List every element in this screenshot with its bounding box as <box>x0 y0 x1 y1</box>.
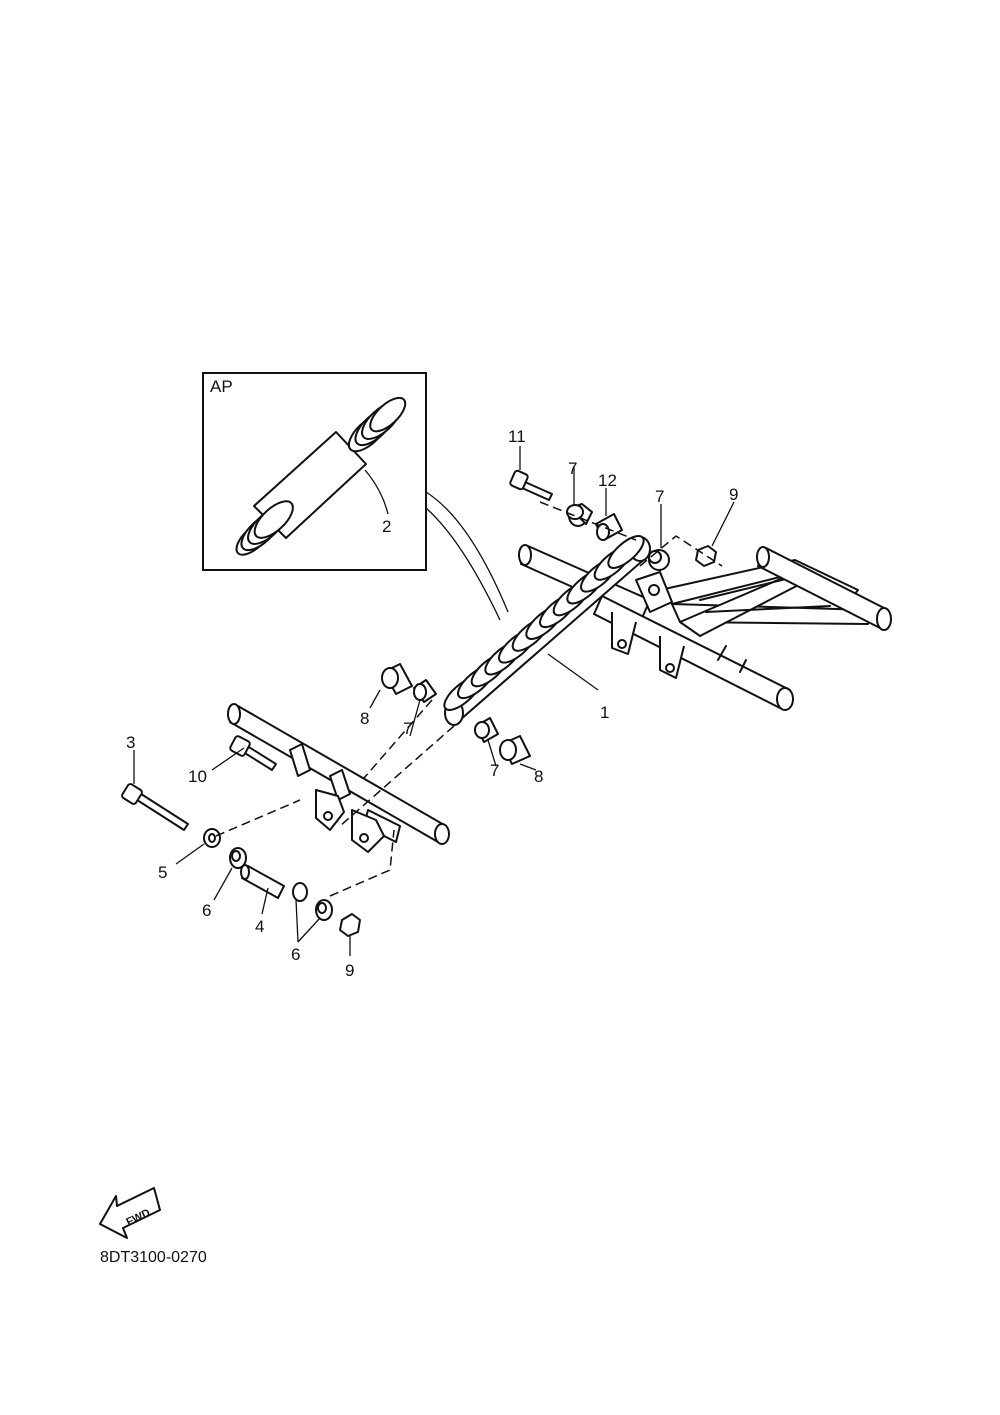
bolt-11 <box>509 469 553 501</box>
callout-1: 1 <box>600 703 609 722</box>
diagram-code: 8DT3100-0270 <box>100 1249 207 1266</box>
callout-8-upper: 8 <box>360 709 369 728</box>
callout-7-top: 7 <box>568 459 577 478</box>
callout-10: 10 <box>188 767 207 786</box>
callout-7-upper: 7 <box>403 719 412 738</box>
inset-ap-box: AP 2 <box>202 372 427 571</box>
front-bracket <box>227 703 450 853</box>
nut-9-bottom <box>339 913 361 937</box>
shock-absorber <box>443 535 651 726</box>
washer-5 <box>203 828 221 848</box>
callout-5: 5 <box>158 863 167 882</box>
callout-11: 11 <box>508 427 526 446</box>
callout-6-right: 6 <box>291 945 300 964</box>
swing-arm <box>518 544 892 711</box>
bushing-8-upper <box>381 663 413 695</box>
boot-illustration <box>235 396 407 556</box>
callout-7-right: 7 <box>655 487 664 506</box>
nut-9-top <box>695 545 717 567</box>
callout-8-lower: 8 <box>534 767 543 786</box>
bolt-3 <box>121 783 189 831</box>
callout-9-top: 9 <box>729 485 738 504</box>
bolt-10 <box>229 735 277 771</box>
bushing-6-left <box>229 847 247 869</box>
fwd-arrow-icon: FWD <box>99 1187 161 1239</box>
callout-9-bottom: 9 <box>345 961 354 980</box>
bushing-6-right <box>292 882 333 921</box>
callout-2: 2 <box>382 517 391 536</box>
callout-7-lower: 7 <box>490 761 499 780</box>
collar-12 <box>595 513 623 541</box>
pin-4 <box>240 864 285 899</box>
spring-coil <box>607 535 645 569</box>
bushing-7-top <box>566 503 593 527</box>
bushing-8-lower <box>499 735 531 765</box>
callout-12: 12 <box>598 471 617 490</box>
callout-3: 3 <box>126 733 135 752</box>
callout-4: 4 <box>255 917 264 936</box>
bushing-7-upper <box>413 679 437 703</box>
callout-6-left: 6 <box>202 901 211 920</box>
bushing-7-right <box>648 549 670 571</box>
inset-ap-label: AP <box>210 377 233 396</box>
bushing-7-lower <box>474 717 499 743</box>
